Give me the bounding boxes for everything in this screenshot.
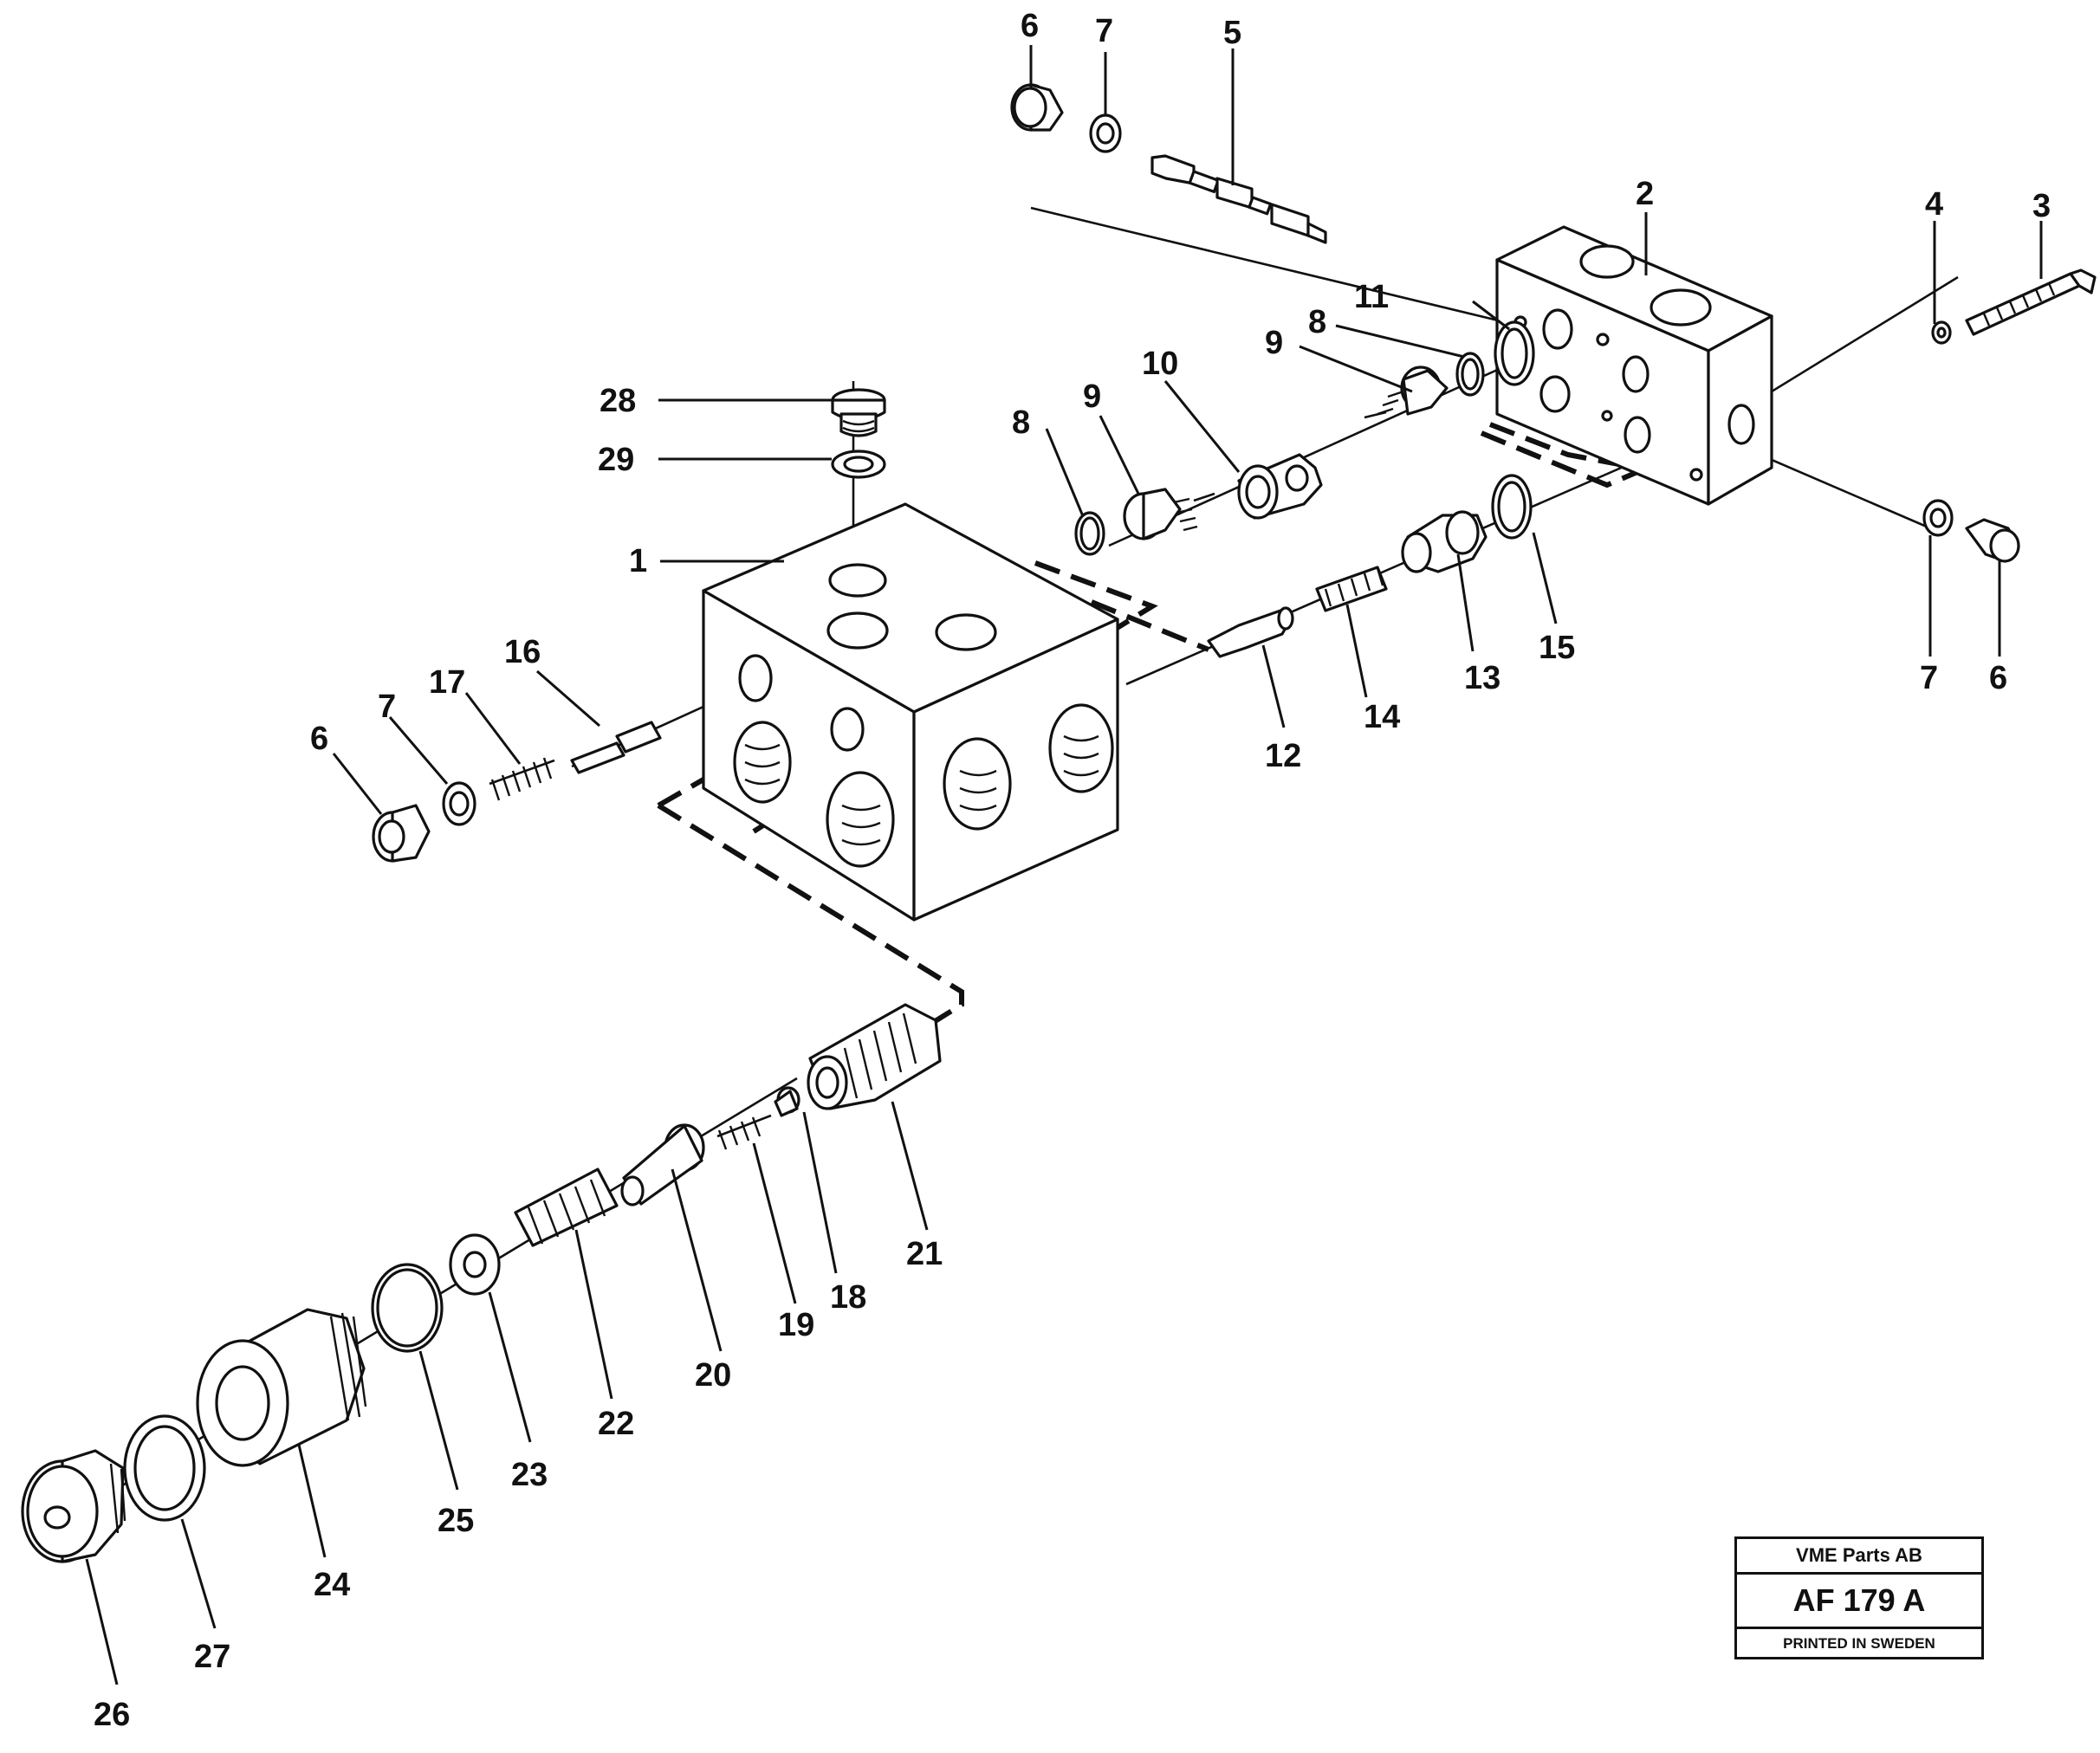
spring-17 xyxy=(489,757,555,801)
sleeve-13 xyxy=(1401,510,1488,573)
callout-29: 29 xyxy=(598,442,634,478)
callout-1: 1 xyxy=(629,543,647,579)
callout-28: 28 xyxy=(600,383,636,419)
callout-7-left: 7 xyxy=(378,689,396,725)
valve-block-secondary xyxy=(1495,225,1773,506)
plug-26 xyxy=(21,1449,126,1563)
callout-5: 5 xyxy=(1223,15,1241,51)
washer-27 xyxy=(123,1414,206,1522)
washer-7-left xyxy=(442,781,476,826)
plug-28 xyxy=(831,388,886,437)
callout-11: 11 xyxy=(1354,279,1389,315)
company-name: VME Parts AB xyxy=(1737,1539,1981,1575)
callout-4: 4 xyxy=(1925,186,1943,223)
washer-23 xyxy=(449,1233,501,1296)
callout-7-right: 7 xyxy=(1920,660,1938,696)
spool-5 xyxy=(1150,154,1327,244)
callout-6-left: 6 xyxy=(310,721,328,757)
washer-4 xyxy=(1931,320,1952,345)
callout-13: 13 xyxy=(1464,660,1500,696)
callout-19: 19 xyxy=(778,1307,814,1343)
callout-22: 22 xyxy=(598,1406,634,1442)
plug-6-left xyxy=(372,804,431,863)
valve-block-main xyxy=(702,502,1119,922)
washer-7-top xyxy=(1089,113,1122,153)
callout-16: 16 xyxy=(504,634,541,670)
callout-10: 10 xyxy=(1142,346,1178,382)
leader-lines xyxy=(85,45,2043,1685)
callout-8-left: 8 xyxy=(1012,404,1030,441)
oring-8-left xyxy=(1074,511,1105,556)
spring-14 xyxy=(1315,566,1388,612)
callout-26: 26 xyxy=(94,1697,130,1733)
pin-16 xyxy=(570,721,662,774)
bolt-3 xyxy=(1965,268,2097,336)
callout-21: 21 xyxy=(906,1236,943,1272)
piston-20 xyxy=(620,1123,705,1206)
callout-6-top: 6 xyxy=(1021,8,1039,44)
title-block: VME Parts AB AF 179 A PRINTED IN SWEDEN xyxy=(1734,1536,1984,1659)
callout-7-top: 7 xyxy=(1095,13,1113,49)
washer-29 xyxy=(831,450,886,479)
cap-24 xyxy=(196,1308,367,1467)
poppet-9-right xyxy=(1364,365,1449,419)
plug-6-top xyxy=(1010,83,1064,132)
drawing-number: AF 179 A xyxy=(1737,1575,1981,1629)
callout-17: 17 xyxy=(429,664,465,701)
plug-6-right xyxy=(1965,518,2020,563)
callout-23: 23 xyxy=(511,1457,548,1493)
callout-18: 18 xyxy=(830,1279,866,1316)
sleeve-10 xyxy=(1237,453,1323,520)
callout-24: 24 xyxy=(314,1567,350,1603)
callout-25: 25 xyxy=(438,1503,474,1539)
callout-8-right: 8 xyxy=(1308,304,1326,340)
callout-14: 14 xyxy=(1364,699,1400,735)
callout-15: 15 xyxy=(1539,630,1575,666)
poppet-9-left xyxy=(1123,488,1215,540)
callout-12: 12 xyxy=(1265,738,1301,774)
spring-22 xyxy=(514,1168,619,1247)
piston-12 xyxy=(1207,606,1294,658)
washer-7-right xyxy=(1922,499,1954,537)
callout-9-right: 9 xyxy=(1265,325,1283,361)
callout-27: 27 xyxy=(194,1639,230,1675)
callout-3: 3 xyxy=(2032,188,2051,224)
oring-25 xyxy=(371,1263,444,1353)
callout-labels: 6 7 5 2 4 3 11 8 9 10 9 8 28 29 1 16 17 … xyxy=(94,8,2051,1733)
printed-note: PRINTED IN SWEDEN xyxy=(1783,1635,1935,1652)
spring-19 xyxy=(716,1114,772,1150)
callout-20: 20 xyxy=(695,1357,731,1394)
callout-6-right: 6 xyxy=(1989,660,2007,696)
poppet-18 xyxy=(774,1086,800,1117)
callout-9-left: 9 xyxy=(1083,378,1101,415)
callout-2: 2 xyxy=(1636,176,1654,212)
oring-15 xyxy=(1491,474,1533,540)
valve-body-21 xyxy=(807,1003,942,1110)
oring-11 xyxy=(1494,320,1535,386)
oring-8-right xyxy=(1455,352,1485,397)
